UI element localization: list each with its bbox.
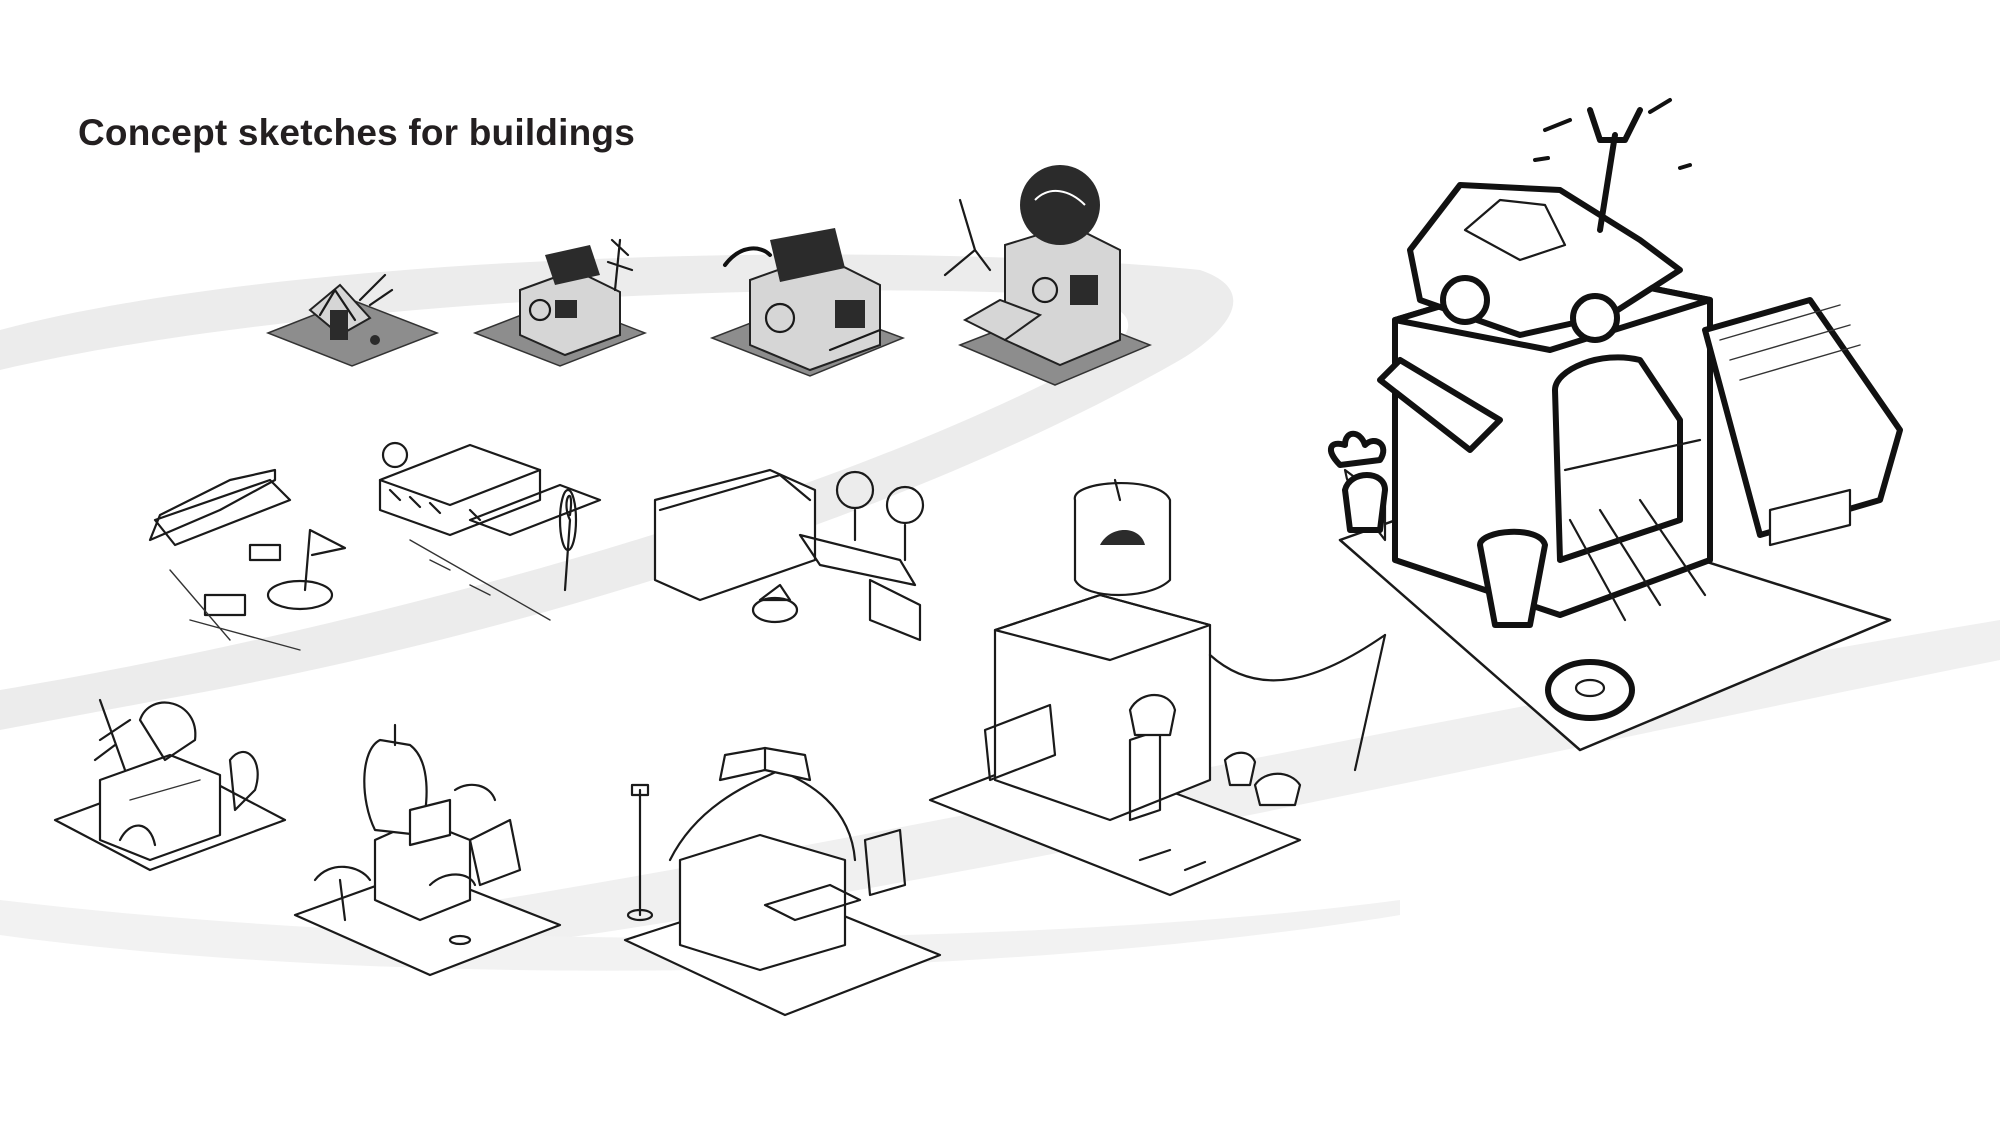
sketch-tech-workshop-stage-4 [943, 165, 1152, 386]
sketch-tech-workshop-stage-3 [709, 228, 906, 377]
sketch-market-stalls [653, 468, 925, 642]
sketch-tailor-shop [53, 698, 287, 872]
sketch-tech-workshop-stage-1 [265, 273, 440, 367]
sketch-book-kiosk [623, 746, 942, 1017]
sketch-herbal-pharmacy [928, 478, 1387, 897]
sketch-town-street-roundabout [148, 468, 347, 651]
page-title: Concept sketches for buildings [78, 112, 635, 153]
sketch-tea-cafe [293, 723, 562, 977]
sketch-town-street-arcade [378, 441, 602, 621]
sketch-tech-workshop-stage-2 [472, 238, 648, 367]
sketch-car-repair-garage [1328, 98, 1903, 752]
